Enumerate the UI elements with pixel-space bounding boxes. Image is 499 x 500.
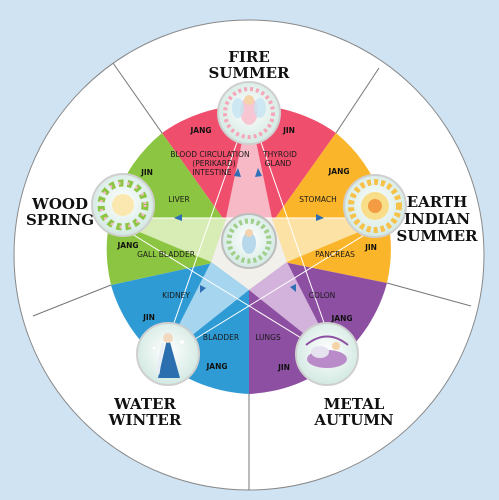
flower-wreath-icon (91, 173, 155, 237)
arrow-icon (316, 214, 324, 221)
organ-thyroid-1: THYROID (262, 150, 297, 159)
organ-liver: LIVER (168, 195, 189, 204)
metal-name: METAL (324, 395, 385, 413)
center-fairy-icon (221, 213, 277, 269)
star-point-fire (226, 108, 272, 218)
wood-season: SPRING (26, 211, 94, 229)
polarity-labels: JANG JIN JANG JIN JANG JIN JANG JIN JANG… (116, 126, 376, 372)
pole-metal-yang: JANG (330, 314, 352, 323)
arrow-icon (174, 214, 182, 221)
pole-metal-yin: JIN (277, 363, 290, 372)
organ-blood-circulation-2: (PERIKARD) (192, 159, 236, 168)
element-labels: FIRE SUMMER EARTH INDIAN SUMMER METAL AU… (26, 48, 478, 429)
sun-mandala-icon (343, 174, 407, 238)
pentagram (104, 106, 394, 362)
pole-water-yin: JIN (142, 313, 155, 322)
organ-stomach: STOMACH (299, 195, 337, 204)
organ-bladder: BLADDER (203, 333, 239, 342)
autumn-fairy-icon (295, 322, 359, 386)
organ-colon: COLON (309, 291, 336, 300)
water-name: WATER (113, 395, 176, 413)
organ-blood-circulation-3: INTESTINE (192, 168, 231, 177)
outer-dividers (32, 62, 472, 490)
organ-pancreas: PANCREAS (315, 250, 355, 259)
pole-earth-yin: JIN (364, 243, 377, 252)
pole-wood-yin: JIN (140, 168, 153, 177)
pole-water-yang: JANG (205, 362, 227, 371)
organ-thyroid-2: GLAND (265, 159, 292, 168)
flow-arrows (174, 168, 324, 293)
pole-earth-yang: JANG (327, 167, 349, 176)
earth-season-2: SUMMER (396, 227, 478, 245)
wood-name: WOOD (31, 195, 88, 213)
winter-fairy-icon (136, 322, 200, 386)
water-season: WINTER (108, 411, 182, 429)
organ-kidney: KIDNEY (162, 291, 190, 300)
organ-labels: BLOOD CIRCULATION (PERIKARD) INTESTINE T… (137, 150, 355, 342)
arrow-icon (234, 168, 241, 177)
pole-wood-yang: JANG (116, 241, 138, 250)
medallions (91, 81, 407, 386)
earth-name: EARTH (407, 193, 468, 211)
fire-season: SUMMER (208, 64, 290, 82)
arrow-icon (255, 168, 262, 177)
arrow-icon (200, 285, 206, 293)
earth-season-1: INDIAN (404, 210, 470, 228)
pole-fire-yang: JANG (189, 126, 211, 135)
pole-fire-yin: JIN (282, 126, 295, 135)
metal-season: AUTUMN (313, 411, 394, 429)
fairy-medallion-icon (217, 81, 281, 145)
organ-gall-bladder: GALL BLADDER (137, 250, 195, 259)
organ-lungs: LUNGS (255, 333, 281, 342)
fire-name: FIRE (228, 48, 270, 66)
organ-blood-circulation-1: BLOOD CIRCULATION (170, 150, 249, 159)
arrow-icon (290, 284, 296, 292)
